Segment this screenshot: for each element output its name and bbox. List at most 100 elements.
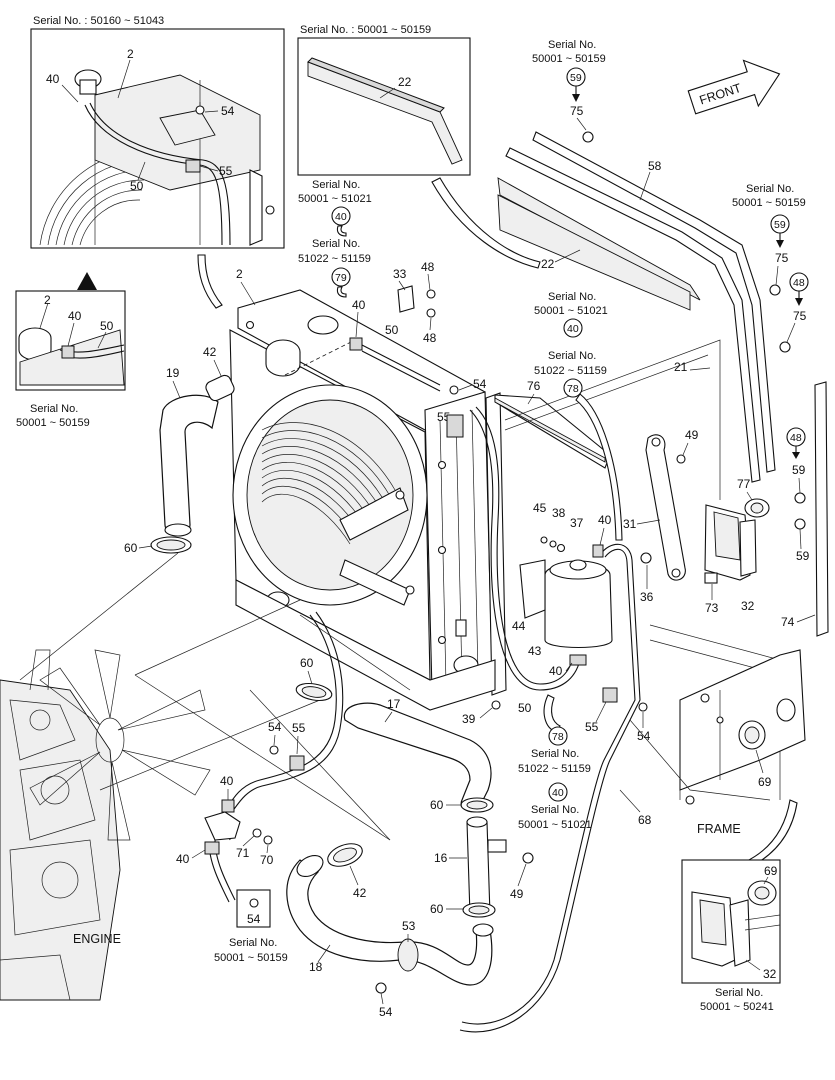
- label-40-f: 40: [176, 852, 190, 866]
- serial-inset-top: Serial No. : 50001 ~ 50159: [300, 24, 431, 36]
- label-50: 50: [130, 179, 144, 193]
- frame-label: FRAME: [697, 822, 741, 836]
- circled-40-a-text: 40: [335, 211, 347, 223]
- circled-78-a: [563, 378, 583, 398]
- serial-78b-l1: Serial No.: [531, 748, 579, 760]
- label-38: 38: [552, 506, 566, 520]
- lower-hoses: [204, 611, 534, 994]
- label-60-b: 60: [300, 656, 314, 670]
- callout-arrow-frame: [744, 799, 798, 869]
- label-55: 55: [219, 164, 233, 178]
- label-60-d: 60: [430, 902, 444, 916]
- serial-79-l2: 51022 ~ 51159: [298, 253, 371, 265]
- label-2-inset: 2: [44, 293, 51, 307]
- circled-40-b: [563, 318, 583, 338]
- label-68: 68: [638, 813, 652, 827]
- inset-top-left: Serial No. : 50160 ~ 51043 2 40 54: [30, 15, 285, 249]
- serial-40a-l2: 50001 ~ 51021: [298, 193, 372, 205]
- boxed-54: [236, 889, 271, 928]
- circled-40-a: [331, 206, 351, 226]
- serial-78a-l2: 51022 ~ 51159: [534, 365, 607, 377]
- serial-54-l2: 50001 ~ 50159: [214, 952, 288, 964]
- label-75-a: 75: [570, 104, 584, 118]
- label-22: 22: [541, 257, 555, 271]
- label-2-radiator: 2: [236, 267, 243, 281]
- label-54-d: 54: [268, 720, 282, 734]
- circled-79-text: 79: [335, 272, 347, 284]
- serial-inset-br-l1: Serial No.: [715, 987, 763, 999]
- serial-59a-l2: 50001 ~ 50159: [532, 53, 606, 65]
- inset-top-22: Serial No. : 50001 ~ 50159 22: [297, 24, 471, 176]
- serial-79-l1: Serial No.: [312, 238, 360, 250]
- radiator-assembly: [229, 289, 507, 711]
- label-54: 54: [221, 104, 235, 118]
- serial-40b-l1: Serial No.: [548, 291, 596, 303]
- circled-48-b-text: 48: [790, 432, 802, 444]
- label-42-b: 42: [353, 886, 367, 900]
- serial-inset-tl: Serial No. : 50160 ~ 51043: [33, 15, 164, 27]
- stay-31: [640, 434, 686, 581]
- label-76: 76: [527, 379, 541, 393]
- serial-78a-l1: Serial No.: [548, 350, 596, 362]
- label-32-b: 32: [763, 967, 777, 981]
- label-40-c: 40: [598, 513, 612, 527]
- label-54-f: 54: [247, 912, 261, 926]
- label-49-b: 49: [510, 887, 524, 901]
- label-2: 2: [127, 47, 134, 61]
- circled-79: [331, 267, 351, 287]
- label-69-a: 69: [758, 775, 772, 789]
- label-43: 43: [528, 644, 542, 658]
- label-44: 44: [512, 619, 526, 633]
- label-58: 58: [648, 159, 662, 173]
- label-74: 74: [781, 615, 795, 629]
- label-50-c: 50: [518, 701, 532, 715]
- label-71: 71: [236, 846, 250, 860]
- circled-59-a-text: 59: [570, 72, 582, 84]
- label-45: 45: [533, 501, 547, 515]
- label-22-inset: 22: [398, 75, 412, 89]
- label-33: 33: [393, 267, 407, 281]
- front-arrow-icon: FRONT: [687, 59, 781, 115]
- callout-arrow-tl: [197, 254, 223, 309]
- circled-59-b-text: 59: [774, 219, 786, 231]
- label-55-c: 55: [585, 720, 599, 734]
- circled-78-a-text: 78: [567, 383, 579, 395]
- circled-78-b: [548, 726, 568, 746]
- circled-48-a-text: 48: [793, 277, 805, 289]
- engine-label: ENGINE: [73, 932, 121, 946]
- label-75-b: 75: [775, 251, 789, 265]
- label-48-b: 48: [423, 331, 437, 345]
- label-31: 31: [623, 517, 637, 531]
- circled-40-c-text: 40: [552, 787, 564, 799]
- serial-59b-l2: 50001 ~ 50159: [732, 197, 806, 209]
- label-54-b: 54: [473, 377, 487, 391]
- serial-54-l1: Serial No.: [229, 937, 277, 949]
- label-49-a: 49: [685, 428, 699, 442]
- serial-inset-left-l2: 50001 ~ 50159: [16, 417, 90, 429]
- label-53: 53: [402, 919, 416, 933]
- inset-bottom-right: 69 32: [681, 859, 781, 984]
- label-40: 40: [46, 72, 60, 86]
- label-42-a: 42: [203, 345, 217, 359]
- inset-left: 2 40 50: [15, 290, 126, 391]
- label-32-a: 32: [741, 599, 755, 613]
- label-16: 16: [434, 851, 448, 865]
- label-40-radiator: 40: [352, 298, 366, 312]
- circled-40-b-text: 40: [567, 323, 579, 335]
- serial-40b-l2: 50001 ~ 51021: [534, 305, 608, 317]
- serial-inset-left-l1: Serial No.: [30, 403, 78, 415]
- serial-59b-l1: Serial No.: [746, 183, 794, 195]
- frame: [629, 624, 806, 805]
- circled-78-b-text: 78: [552, 731, 564, 743]
- serial-40c-l2: 50001 ~ 51021: [518, 819, 592, 831]
- reserve-tank: [459, 406, 641, 1033]
- callout-arrow-22: [431, 177, 541, 269]
- label-40-d: 40: [549, 664, 563, 678]
- serial-59a-l1: Serial No.: [548, 39, 596, 51]
- label-77: 77: [737, 477, 751, 491]
- mount-bracket-32: [704, 492, 806, 584]
- label-59-a: 59: [792, 463, 806, 477]
- label-36: 36: [640, 590, 654, 604]
- seal-strips: [497, 131, 776, 483]
